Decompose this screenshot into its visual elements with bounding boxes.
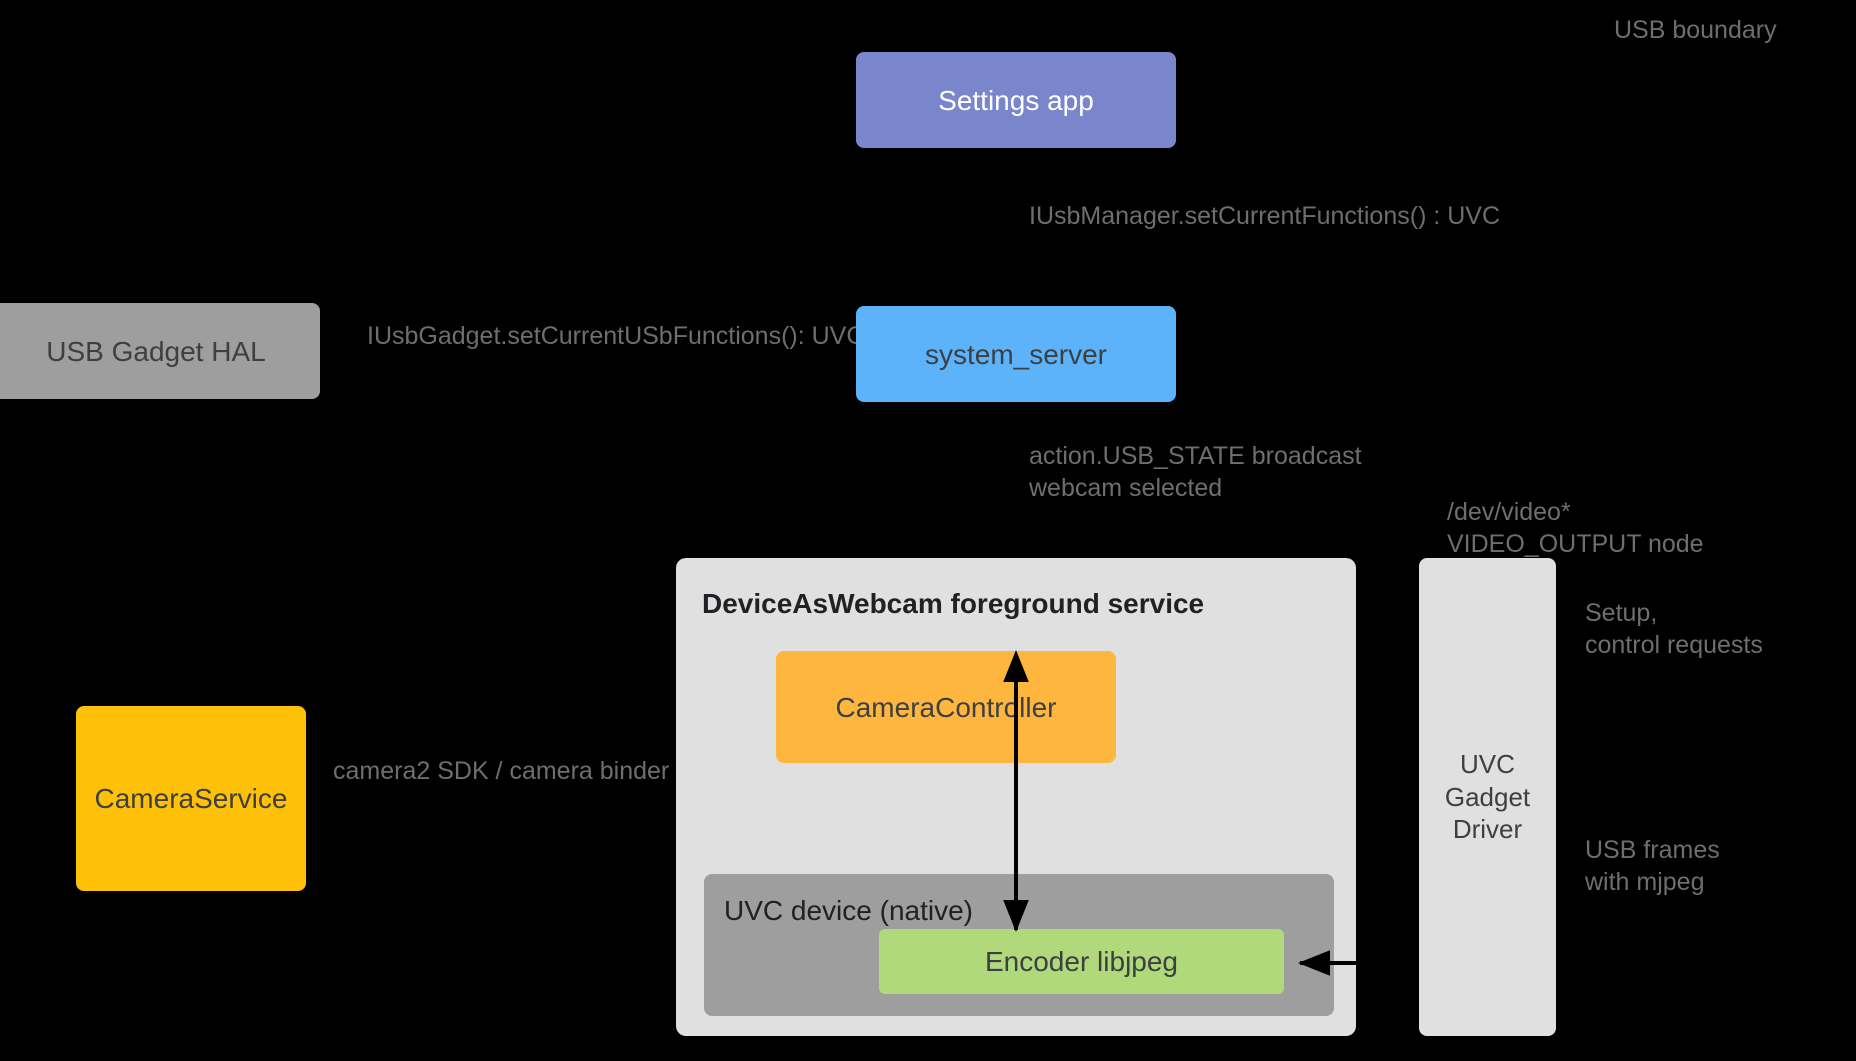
annotation-setup-control-requests: Setup, control requests [1585,599,1763,659]
annotation-iusbgadget-setcurrentusbfunctions: IUsbGadget.setCurrentUSbFunctions(): UVC [367,322,865,350]
node-camera-controller[interactable]: CameraController [776,651,1116,763]
annotation-usb-boundary: USB boundary [1614,16,1777,44]
node-usb-gadget-hal[interactable]: USB Gadget HAL [0,303,320,399]
annotation-usb-frames-mjpeg: USB frames with mjpeg [1585,836,1720,896]
node-encoder-libjpeg[interactable]: Encoder libjpeg [879,929,1284,994]
node-camera-service[interactable]: CameraService [76,706,306,891]
annotation-usb-state-broadcast: action.USB_STATE broadcast webcam select… [1029,442,1362,502]
node-system-server[interactable]: system_server [856,306,1176,402]
node-settings-app[interactable]: Settings app [856,52,1176,148]
node-deviceaswebcam-foreground-service: DeviceAsWebcam foreground service Camera… [676,558,1356,1036]
node-uvc-device-native: UVC device (native) Encoder libjpeg [704,874,1334,1016]
uvc-device-title: UVC device (native) [724,895,973,926]
deviceaswebcam-service-title: DeviceAsWebcam foreground service [702,588,1205,619]
annotation-iusbmanager-setcurrentfunctions: IUsbManager.setCurrentFunctions() : UVC [1029,202,1501,230]
annotation-camera2-sdk-binder: camera2 SDK / camera binder [333,757,670,785]
node-uvc-gadget-driver[interactable]: UVC Gadget Driver [1419,558,1556,1036]
annotation-dev-video-node: /dev/video* VIDEO_OUTPUT node [1447,498,1704,558]
